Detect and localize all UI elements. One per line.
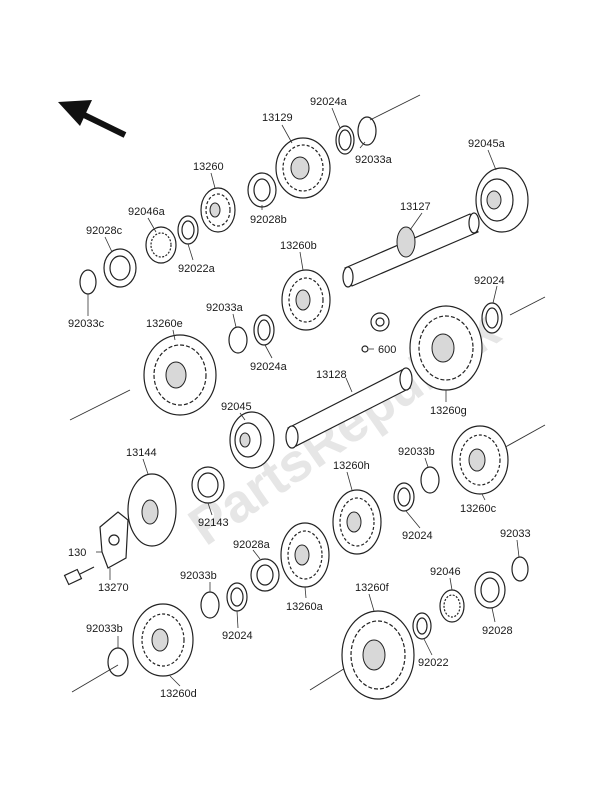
gear-13260d[interactable] xyxy=(132,603,194,677)
label-92033a-mid: 92033a xyxy=(206,302,244,314)
bottom-left-axis xyxy=(71,664,119,693)
gear-13260c[interactable] xyxy=(451,425,509,495)
upper-assembly-axis xyxy=(369,94,421,121)
label-92046a: 92046a xyxy=(128,206,166,218)
circlip-92024a-top[interactable] xyxy=(335,125,355,155)
gear-13260[interactable] xyxy=(200,187,236,233)
label-92028: 92028 xyxy=(482,625,513,637)
circlip-92024-mid[interactable] xyxy=(393,482,415,512)
label-92143: 92143 xyxy=(198,517,229,529)
label-13260b: 13260b xyxy=(280,240,317,252)
washer-92022[interactable] xyxy=(412,612,432,640)
sprocket-13144[interactable] xyxy=(127,473,177,547)
label-92028c: 92028c xyxy=(86,225,123,237)
label-92045a: 92045a xyxy=(468,138,506,150)
direction-arrow-icon xyxy=(58,100,127,138)
washer-92033b-mid[interactable] xyxy=(200,591,220,619)
label-13260d: 13260d xyxy=(160,688,197,700)
label-600: 600 xyxy=(378,344,396,356)
shaft-13127[interactable] xyxy=(342,212,480,288)
label-92045: 92045 xyxy=(221,401,252,413)
label-92024a-mid: 92024a xyxy=(250,361,288,373)
label-13260c: 13260c xyxy=(460,503,497,515)
label-92033: 92033 xyxy=(500,528,531,540)
gear-13260h[interactable] xyxy=(332,489,382,555)
collar-92028b[interactable] xyxy=(247,172,277,208)
label-13260g: 13260g xyxy=(430,405,467,417)
gear-13260g[interactable] xyxy=(409,305,483,391)
bearing-92045a[interactable] xyxy=(475,167,529,233)
bearing-92045[interactable] xyxy=(229,411,275,469)
collar-92028[interactable] xyxy=(474,571,506,609)
label-92024-low: 92024 xyxy=(222,630,253,642)
label-92033c: 92033c xyxy=(68,318,105,330)
label-92046: 92046 xyxy=(430,566,461,578)
needle-bearing-92046[interactable] xyxy=(439,589,465,623)
collar-92028a[interactable] xyxy=(250,558,280,592)
label-13260e: 13260e xyxy=(146,318,183,330)
gear-13260b[interactable] xyxy=(281,269,331,331)
washer-92033a-top[interactable] xyxy=(357,116,377,146)
label-92028a: 92028a xyxy=(233,539,271,551)
label-92033b-right: 92033b xyxy=(398,446,435,458)
label-13129: 13129 xyxy=(262,112,293,124)
washer-92033a-mid[interactable] xyxy=(228,326,248,354)
part-labels: 13129 92024a 92033a 92045a 13260 92046a … xyxy=(68,96,531,700)
label-13260f: 13260f xyxy=(355,582,390,594)
label-92022: 92022 xyxy=(418,657,449,669)
label-13260h: 13260h xyxy=(333,460,370,472)
label-92028b: 92028b xyxy=(250,214,287,226)
label-92024-mid: 92024 xyxy=(402,530,433,542)
right-axis-lower xyxy=(499,424,546,451)
label-13260a: 13260a xyxy=(286,601,324,613)
label-92024a-top: 92024a xyxy=(310,96,348,108)
washer-92033c[interactable] xyxy=(79,269,97,295)
label-13270: 13270 xyxy=(98,582,129,594)
circlip-92024-right[interactable] xyxy=(481,302,503,334)
gear-13260a[interactable] xyxy=(280,522,330,588)
label-92024-right: 92024 xyxy=(474,275,505,287)
bolt-130[interactable] xyxy=(63,566,95,586)
label-130: 130 xyxy=(68,547,86,559)
gear-13129[interactable] xyxy=(275,137,331,199)
lower-left-axis xyxy=(69,389,131,421)
washer-92033b-right[interactable] xyxy=(420,466,440,494)
gear-13260e[interactable] xyxy=(143,334,217,416)
washer-92033[interactable] xyxy=(511,556,529,582)
label-13260: 13260 xyxy=(193,161,224,173)
washer-92033b-left[interactable] xyxy=(107,647,129,677)
circlip-92024-low[interactable] xyxy=(226,582,248,612)
label-13144: 13144 xyxy=(126,447,157,459)
gear-icon xyxy=(370,312,390,332)
label-92033b-left: 92033b xyxy=(86,623,123,635)
gear-13260f[interactable] xyxy=(341,610,415,700)
circlip-92024a-mid[interactable] xyxy=(253,314,275,346)
label-13127: 13127 xyxy=(400,201,431,213)
collar-92028c[interactable] xyxy=(103,248,137,288)
bolt-600[interactable] xyxy=(361,345,374,353)
collar-92143[interactable] xyxy=(191,466,225,504)
label-92033b-mid: 92033b xyxy=(180,570,217,582)
right-axis-mid xyxy=(509,296,546,316)
label-92022a: 92022a xyxy=(178,263,216,275)
needle-bearing-92046a[interactable] xyxy=(145,226,177,264)
plate-13270[interactable] xyxy=(99,511,129,569)
label-92033a-top: 92033a xyxy=(355,154,393,166)
shaft-13128[interactable] xyxy=(285,367,413,449)
leader-lines xyxy=(87,107,520,687)
label-13128: 13128 xyxy=(316,369,347,381)
washer-92022a[interactable] xyxy=(177,215,199,245)
